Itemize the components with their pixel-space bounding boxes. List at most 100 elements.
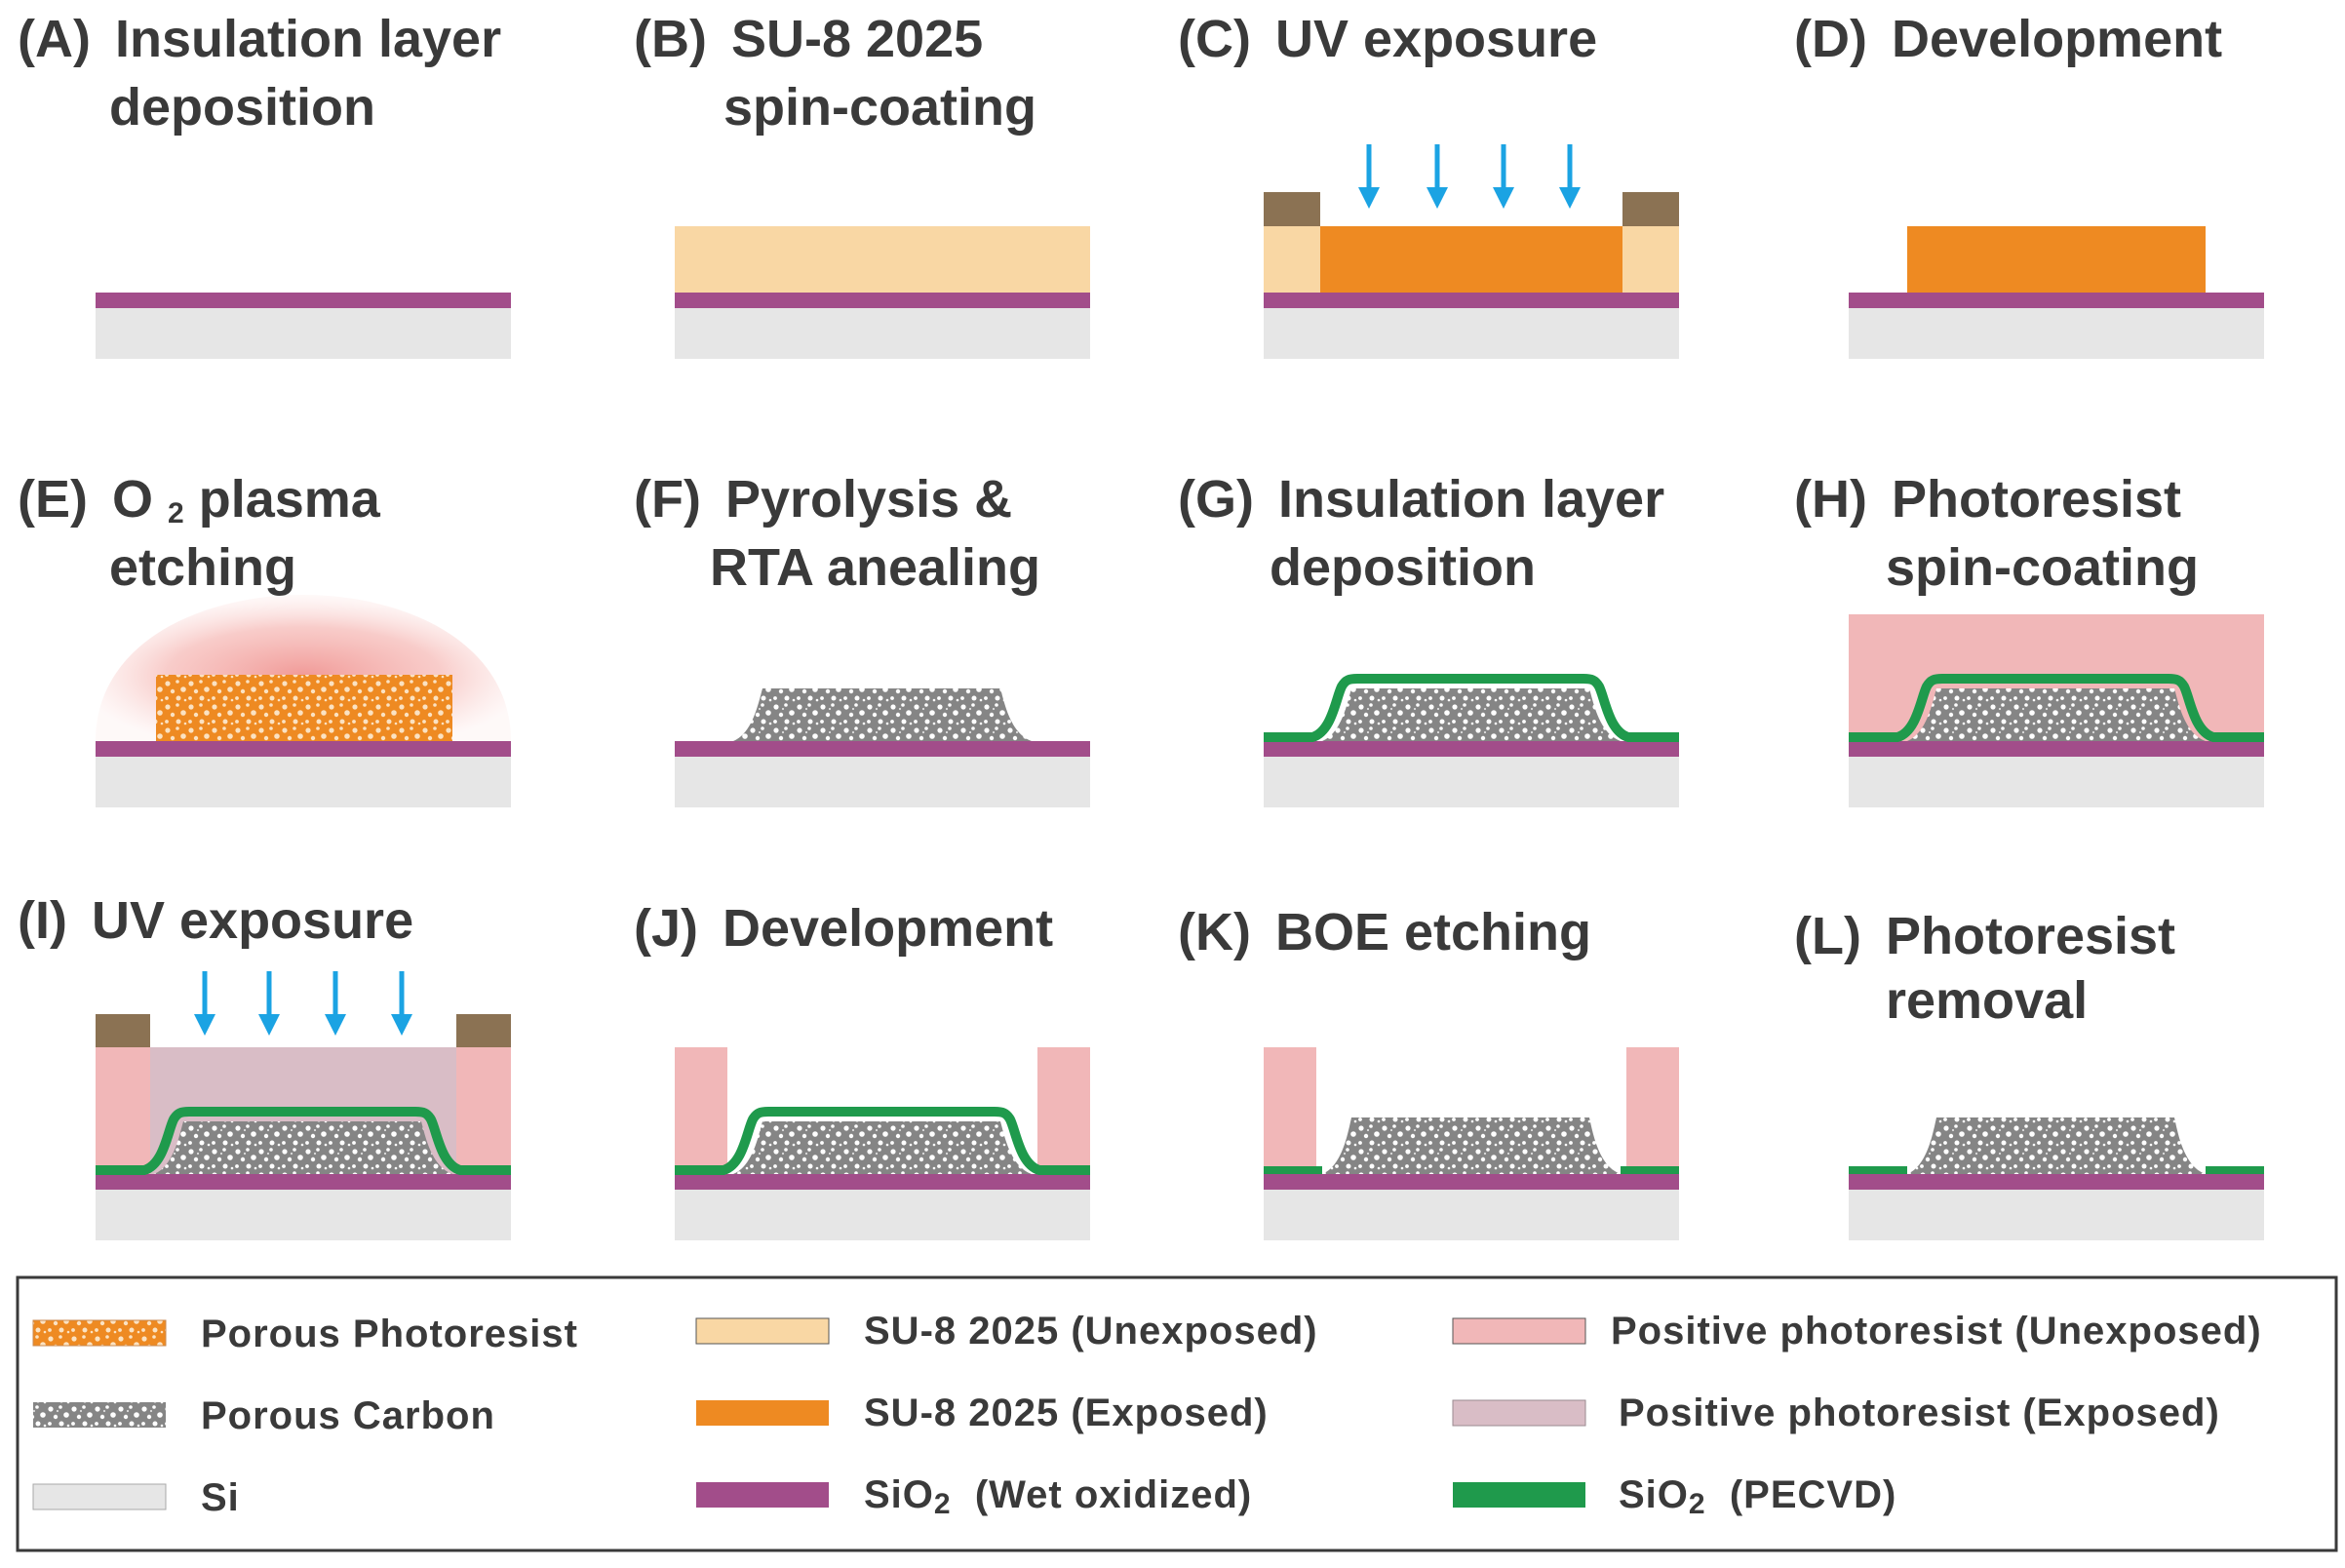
step-f-line2: RTA anealing	[710, 538, 1040, 597]
legend-label-sio2-pecvd: SiO2 (PECVD)	[1619, 1473, 1896, 1520]
step-j-title: (J) Development	[634, 899, 1053, 958]
positive-photoresist-unexposed-left	[96, 1047, 150, 1174]
step-b-line2: spin-coating	[723, 78, 1036, 137]
sio2-wet-layer	[1264, 1174, 1679, 1190]
sio2-pecvd-layer	[675, 1107, 1090, 1175]
step-d-line1: Development	[1892, 10, 2222, 68]
su8-exposed-structure	[1907, 226, 2206, 293]
si-substrate	[675, 757, 1090, 807]
step-e-letter: (E)	[18, 470, 88, 529]
legend-sio2-pecvd-post: (PECVD)	[1706, 1473, 1897, 1516]
sio2-wet-layer	[1849, 741, 2264, 757]
step-h-line1: Photoresist	[1892, 470, 2181, 529]
step-f-letter: (F)	[634, 470, 701, 529]
step-e-title: (E) O 2 plasma	[18, 470, 381, 534]
step-g-line2: deposition	[1270, 538, 1536, 597]
si-substrate	[1264, 308, 1679, 359]
step-e-line2: etching	[109, 538, 296, 597]
legend-sio2-wet-pre: SiO	[864, 1473, 934, 1516]
step-b: (B) SU-8 2025 spin-coating	[634, 10, 1090, 359]
legend-label-porous-photoresist: Porous Photoresist	[201, 1313, 578, 1355]
step-b-letter: (B)	[634, 10, 707, 68]
legend-label-su8-unexposed: SU-8 2025 (Unexposed)	[864, 1310, 1318, 1352]
si-substrate	[1849, 1190, 2264, 1240]
legend-swatch-positive-exposed	[1452, 1399, 1586, 1427]
su8-exposed-layer	[1320, 226, 1622, 293]
legend-label-sio2-wet: SiO2 (Wet oxidized)	[864, 1473, 1252, 1520]
si-substrate	[96, 757, 511, 807]
legend-sio2-pecvd-sub: 2	[1689, 1488, 1706, 1520]
step-a-letter: (A)	[18, 10, 91, 68]
step-l-title: (L) Photoresist	[1794, 907, 2175, 965]
step-j-line1: Development	[723, 899, 1053, 958]
step-h-line2: spin-coating	[1886, 538, 2199, 597]
step-b-line1: SU-8 2025	[731, 10, 983, 68]
step-i: (I) UV exposure	[18, 891, 511, 1240]
step-d: (D) Development	[1794, 10, 2264, 359]
step-i-letter: (I)	[18, 891, 67, 950]
sio2-wet-layer	[675, 1174, 1090, 1190]
su8-unexposed-right	[1622, 226, 1679, 293]
uv-arrow-icon	[1427, 144, 1448, 209]
legend-label-su8-exposed: SU-8 2025 (Exposed)	[864, 1392, 1269, 1434]
si-substrate	[1264, 1190, 1679, 1240]
si-substrate	[675, 308, 1090, 359]
step-e-line1-post: plasma	[199, 470, 381, 529]
porous-carbon-structure	[1322, 1117, 1621, 1174]
sio2-wet-layer	[96, 293, 511, 308]
step-e-line1-pre: O	[112, 470, 153, 529]
positive-photoresist-right	[1626, 1047, 1679, 1174]
sio2-pecvd-layer	[1264, 674, 1679, 742]
step-l-line2: removal	[1886, 971, 2088, 1030]
legend-swatch-positive-unexposed	[1452, 1317, 1586, 1345]
porous-photoresist-structure	[156, 675, 452, 741]
positive-photoresist-unexposed-right	[456, 1047, 511, 1174]
photomask-left	[1264, 192, 1320, 226]
legend-box	[16, 1275, 2338, 1552]
step-c-line1: UV exposure	[1275, 10, 1597, 68]
step-i-line1: UV exposure	[92, 891, 413, 950]
porous-carbon-structure	[733, 688, 1032, 741]
step-e-line1-sub: 2	[168, 497, 184, 529]
uv-arrow-icon	[1559, 144, 1581, 209]
step-k-letter: (K)	[1178, 903, 1251, 961]
step-k-line1: BOE etching	[1275, 903, 1591, 961]
step-g-title: (G) Insulation layer	[1178, 470, 1664, 529]
step-g-letter: (G)	[1178, 470, 1254, 529]
step-k: (K) BOE etching	[1178, 903, 1679, 1240]
porous-carbon-structure	[1907, 688, 2206, 741]
porous-carbon-structure	[1907, 1117, 2206, 1174]
photomask-right	[456, 1014, 511, 1047]
step-d-title: (D) Development	[1794, 10, 2222, 68]
photomask-left	[96, 1014, 150, 1047]
step-c-letter: (C)	[1178, 10, 1251, 68]
legend-sio2-wet-post: (Wet oxidized)	[952, 1473, 1253, 1516]
step-a: (A) Insulation layer deposition	[18, 10, 511, 359]
legend-label-positive-unexposed: Positive photoresist (Unexposed)	[1611, 1310, 2262, 1352]
step-i-title: (I) UV exposure	[18, 891, 413, 950]
step-h-letter: (H)	[1794, 470, 1867, 529]
sio2-wet-layer	[675, 741, 1090, 757]
legend-swatch-porous-carbon	[33, 1402, 166, 1428]
legend-label-porous-carbon: Porous Carbon	[201, 1394, 495, 1437]
si-substrate	[675, 1190, 1090, 1240]
step-j: (J) Development	[634, 899, 1090, 1240]
sio2-pecvd-layer	[1849, 674, 2264, 742]
si-substrate	[1264, 757, 1679, 807]
porous-carbon-structure	[1322, 688, 1621, 741]
step-e: (E) O 2 plasma etching	[18, 470, 511, 807]
step-a-title: (A) Insulation layer	[18, 10, 501, 68]
legend-swatch-si	[32, 1483, 167, 1510]
step-l-letter: (L)	[1794, 907, 1861, 965]
uv-arrow-icon	[194, 971, 215, 1036]
step-d-letter: (D)	[1794, 10, 1867, 68]
step-c: (C) UV exposure	[1178, 10, 1679, 359]
step-g-line1: Insulation layer	[1278, 470, 1664, 529]
step-c-title: (C) UV exposure	[1178, 10, 1597, 68]
sio2-wet-layer	[1264, 293, 1679, 308]
porous-carbon-structure	[154, 1121, 452, 1174]
step-a-line2: deposition	[109, 78, 375, 137]
sio2-wet-layer	[1849, 1174, 2264, 1190]
step-f-line1: Pyrolysis &	[725, 470, 1012, 529]
